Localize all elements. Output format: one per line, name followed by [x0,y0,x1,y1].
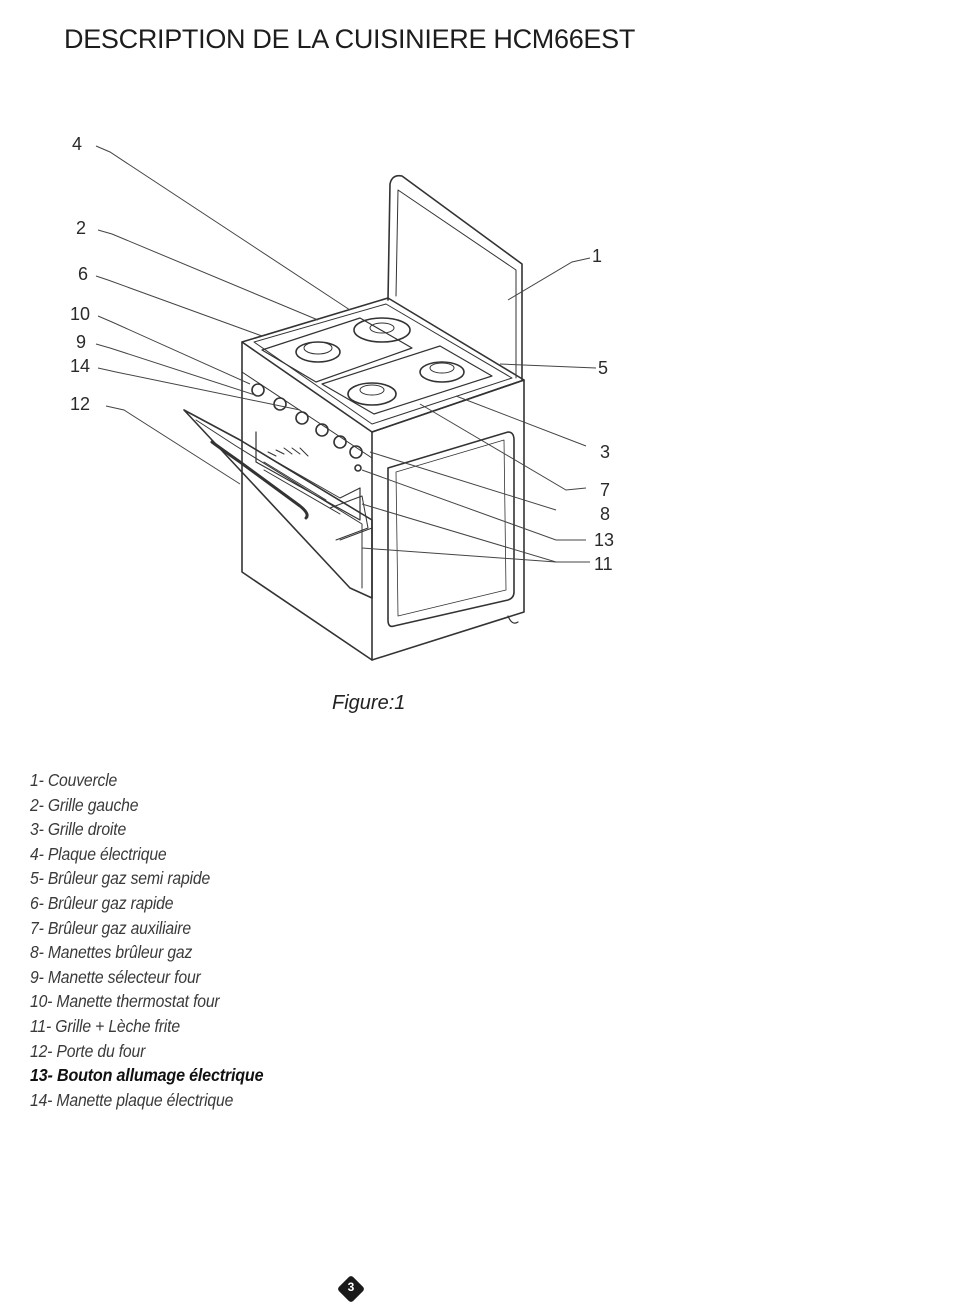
knob [315,423,329,437]
cooker-front [241,341,373,661]
knob [333,435,347,449]
callout-number: 10 [70,304,90,324]
parts-legend: 1- Couvercle 2- Grille gauche 3- Grille … [30,768,284,1112]
callout-number: 4 [72,134,82,154]
legend-item: 8- Manettes brûleur gaz [30,942,193,963]
right-grid [321,345,493,415]
callout-number: 8 [600,504,610,524]
cooker-diagram: 4 2 6 10 9 14 12 1 5 3 7 8 13 11 [70,134,614,661]
callout-number: 7 [600,480,610,500]
figure-caption: Figure:1 [332,692,406,714]
knob [273,397,287,411]
lid [387,174,523,381]
callout-number: 11 [594,554,613,574]
legend-item: 12- Porte du four [30,1040,146,1061]
left-grid [261,317,413,383]
legend-item: 6- Brûleur gaz rapide [30,892,174,913]
cooker-side [371,379,525,661]
callout-number: 3 [600,442,610,462]
knob [349,445,363,459]
callout-number: 9 [76,332,86,352]
callout-number: 6 [78,264,88,284]
callout-number: 5 [598,358,608,378]
burner [295,341,341,363]
page-number-badge: 3 [336,1274,366,1304]
legend-item: 2- Grille gauche [30,794,139,815]
burner [419,361,465,383]
legend-item: 5- Brûleur gaz semi rapide [30,868,211,889]
legend-item: 9- Manette sélecteur four [30,966,201,987]
burner [347,382,397,406]
side-window [387,431,515,628]
callout-number: 2 [76,218,86,238]
page-title: DESCRIPTION DE LA CUISINIERE HCM66EST [64,24,636,54]
legend-item: 11- Grille + Lèche frite [30,1015,180,1036]
legend-item: 13- Bouton allumage électrique [30,1065,264,1086]
legend-item: 4- Plaque électrique [30,843,167,864]
legend-item: 1- Couvercle [30,770,118,790]
callout-number: 12 [70,394,90,414]
callout-number: 1 [592,246,602,266]
legend-item: 14- Manette plaque électrique [30,1089,234,1110]
ignition-button [354,464,362,472]
hotplate [353,317,411,343]
legend-item: 10- Manette thermostat four [30,991,220,1012]
callout-number: 14 [70,356,90,376]
page-number: 3 [347,1280,355,1294]
oven-door [183,409,373,599]
callout-number: 13 [594,530,614,550]
legend-item: 7- Brûleur gaz auxiliaire [30,917,191,938]
legend-item: 3- Grille droite [30,819,127,840]
knob [295,411,309,425]
